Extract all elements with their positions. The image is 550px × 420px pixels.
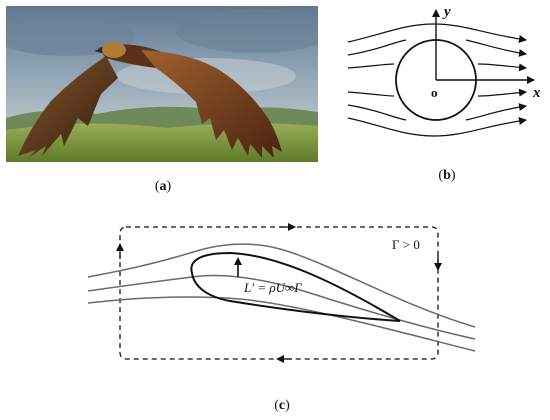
streamline-middle: [87, 274, 476, 340]
streamline: [347, 92, 526, 96]
caption-b: (b): [438, 168, 456, 183]
streamline: [347, 117, 527, 137]
eagle-photo: [6, 6, 318, 162]
airfoil: [190, 251, 401, 322]
streamline: [347, 23, 527, 43]
lift-formula: L′ = ρU∞Γ: [243, 280, 302, 295]
x-axis-label: x: [532, 85, 541, 101]
streamline: [347, 39, 526, 55]
caption-a: (a): [154, 179, 172, 194]
cylinder-flow-diagram: y x o: [347, 4, 541, 137]
streamline: [347, 105, 526, 121]
y-axis-label: y: [442, 4, 451, 20]
airfoil-circulation-diagram: L′ = ρU∞Γ Γ > 0: [87, 223, 476, 363]
streamline-lower: [87, 296, 476, 352]
streamline-upper: [87, 243, 476, 328]
caption-c: (c): [274, 398, 290, 413]
origin-label: o: [431, 85, 438, 100]
circulation-label: Γ > 0: [392, 237, 420, 252]
streamline: [347, 64, 526, 68]
